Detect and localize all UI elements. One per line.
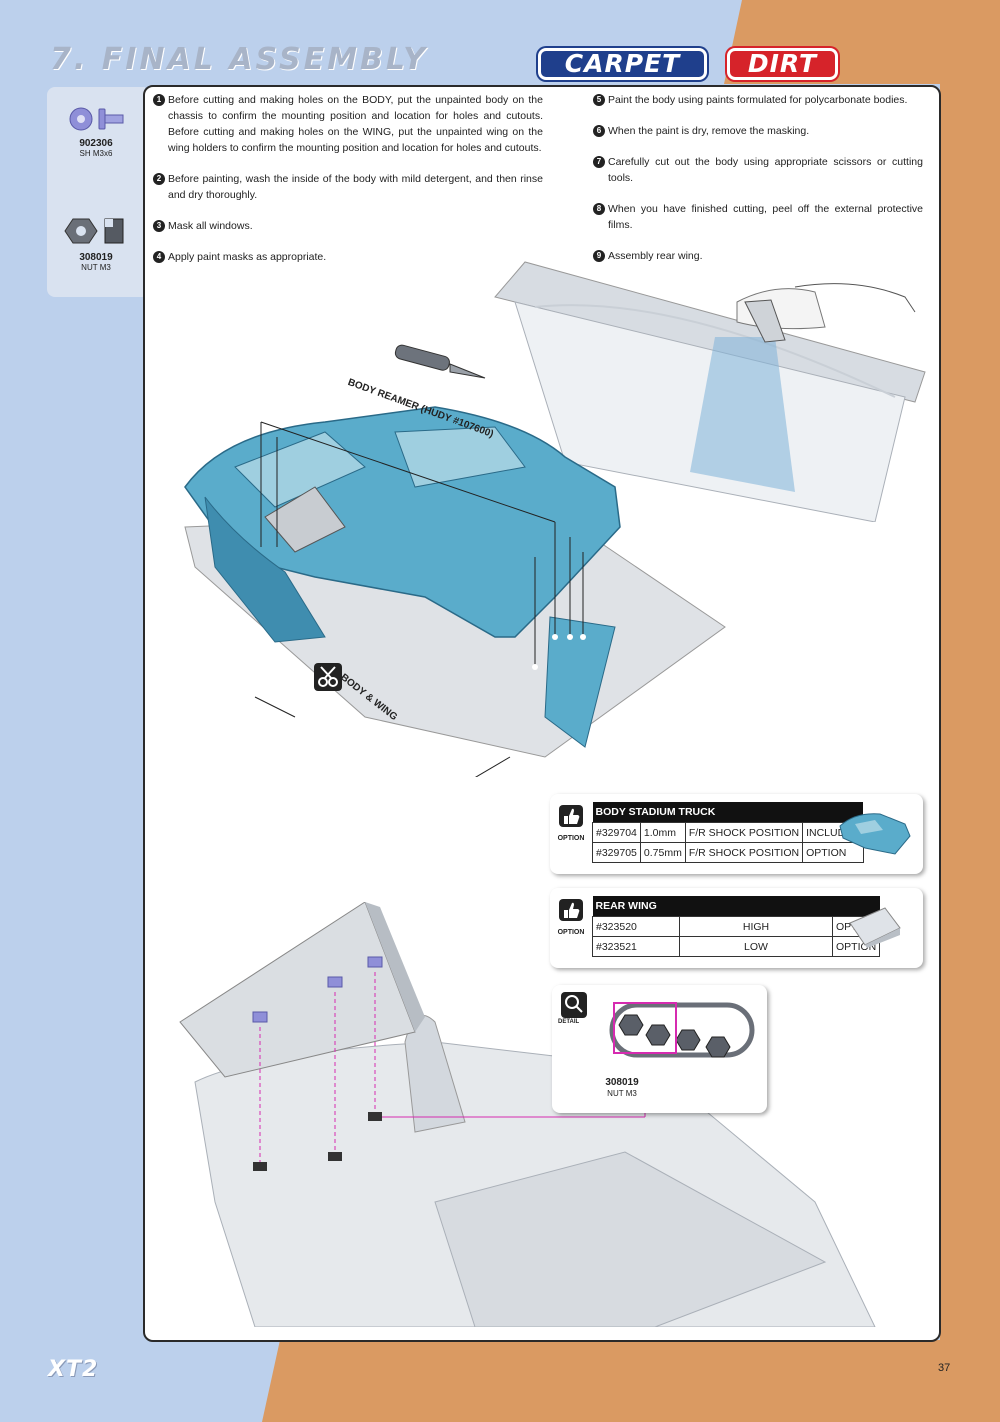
step-item: 8 When you have finished cutting, peel o… [593,201,923,233]
step-number: 5 [593,94,605,106]
dirt-badge: DIRT [727,48,838,80]
step-number: 9 [593,250,605,262]
table-row: #329705 0.75mm F/R SHOCK POSITION OPTION [592,842,864,863]
steps-right: 5 Paint the body using paints formulated… [593,92,923,279]
part-nut: 308019 NUT M3 [47,215,145,272]
reamer-tool-icon [394,344,486,379]
step-text: Before cutting and making holes on the B… [168,94,543,154]
table-cell: #323521 [592,936,680,957]
xt2-logo: XT2 [48,1357,99,1382]
steps-left: 1 Before cutting and making holes on the… [153,92,543,280]
step-text: When the paint is dry, remove the maskin… [608,125,810,137]
step-number: 6 [593,125,605,137]
option-body-box: OPTION BODY STADIUM TRUCK #329704 1.0mm … [550,794,923,874]
table-title: REAR WING [592,896,880,917]
thumbs-up-icon [559,805,583,827]
part-screw: 902306 SH M3x6 [47,105,145,158]
step-number: 7 [593,156,605,168]
option-body-table: BODY STADIUM TRUCK #329704 1.0mm F/R SHO… [592,802,864,863]
table-cell: 0.75mm [639,842,686,863]
table-cell: #329704 [592,822,641,843]
truck-body-illustration [184,406,726,777]
part-code: 308019 [79,252,113,263]
magnifier-icon [561,992,587,1018]
instructions-panel: 1 Before cutting and making holes on the… [143,85,941,1342]
detail-code: 308019 [605,1077,639,1088]
table-row: #323521 LOW OPTION [592,936,881,957]
step-number: 1 [153,94,165,106]
spray-tray-illustration [494,261,926,522]
option-badge: OPTION [556,898,586,936]
step-number: 3 [153,220,165,232]
step-number: 2 [153,173,165,185]
step-item: 1 Before cutting and making holes on the… [153,92,543,156]
part-desc: NUT M3 [81,263,111,272]
step-text: Apply paint masks as appropriate. [168,251,327,263]
table-row: #329704 1.0mm F/R SHOCK POSITION INCLUDE… [592,822,864,843]
detail-label: DETAIL [558,1019,580,1025]
step-item: 2 Before painting, wash the inside of th… [153,171,543,203]
step-text: When you have finished cutting, peel off… [608,203,923,231]
scissors-icon [314,663,342,691]
table-cell: LOW [679,936,833,957]
step-text: Paint the body using paints formulated f… [608,94,908,106]
step-item: 6 When the paint is dry, remove the mask… [593,123,923,139]
parts-panel: 902306 SH M3x6 308019 NUT M3 [47,87,145,297]
step-text: Assembly rear wing. [608,250,703,262]
step-item: 5 Paint the body using paints formulated… [593,92,923,108]
page-number: 37 [938,1362,951,1374]
detail-box: DETAIL 308019 NUT M3 [552,985,767,1113]
option-badge: OPTION [556,804,586,842]
table-cell: F/R SHOCK POSITION [684,822,804,843]
option-label: OPTION [557,835,585,842]
step-number: 4 [153,251,165,263]
table-title: BODY STADIUM TRUCK [592,802,864,823]
step-item: 4 Apply paint masks as appropriate. [153,249,543,265]
table-cell: F/R SHOCK POSITION [684,842,804,863]
nut-icon [64,218,124,244]
step-item: 3 Mask all windows. [153,218,543,234]
nut-sprue-illustration [609,1002,755,1058]
page-title: 7. FINAL ASSEMBLY [50,42,428,77]
step-number: 8 [593,203,605,215]
wing-thumbnail [849,907,901,948]
option-wing-table: REAR WING #323520 HIGH OPTION #323521 LO… [592,896,881,957]
body-thumbnail [839,813,911,855]
step-item: 7 Carefully cut out the body using appro… [593,154,923,186]
part-desc: SH M3x6 [79,149,113,158]
table-cell: 1.0mm [639,822,686,843]
carpet-badge: CARPET [538,48,707,80]
wing-assembly-illustration [179,902,876,1327]
step-text: Mask all windows. [168,220,253,232]
thumbs-up-icon [559,899,583,921]
step-text: Before painting, wash the inside of the … [168,173,543,201]
table-cell: #329705 [592,842,641,863]
step-text: Carefully cut out the body using appropr… [608,156,923,184]
part-code: 902306 [79,138,113,149]
detail-desc: NUT M3 [607,1089,637,1098]
table-cell: OPTION [802,842,864,863]
option-label: OPTION [557,929,585,936]
option-wing-box: OPTION REAR WING #323520 HIGH OPTION #32… [550,888,923,968]
step-item: 9 Assembly rear wing. [593,248,923,264]
screw-icon [69,107,124,131]
